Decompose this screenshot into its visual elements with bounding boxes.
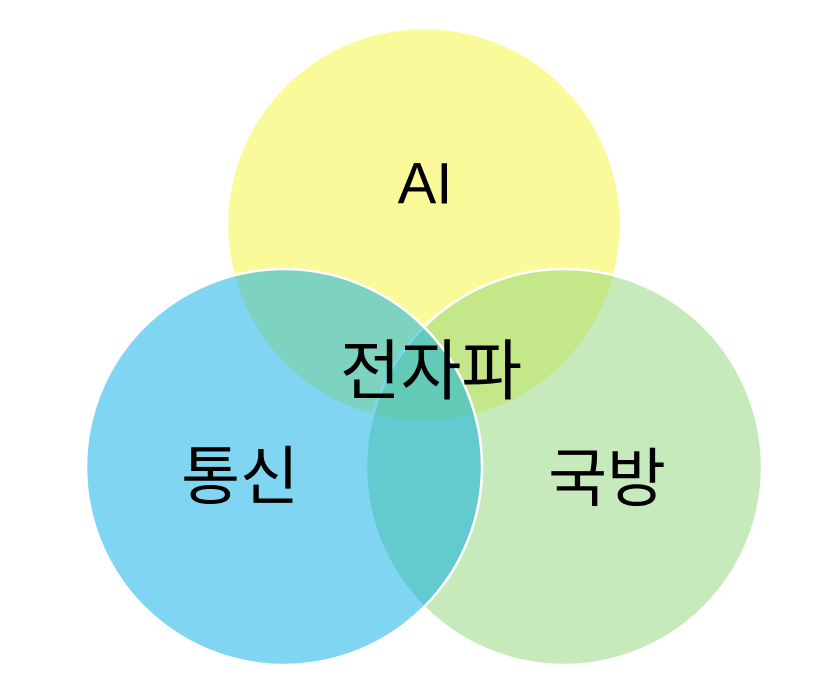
venn-label-ai: AI xyxy=(398,152,453,217)
venn-center-label: 전자파 xyxy=(340,334,522,408)
venn-circle-comm xyxy=(84,267,484,667)
venn-label-defense: 국방 xyxy=(548,443,666,515)
venn-label-comm: 통신 xyxy=(181,441,299,513)
